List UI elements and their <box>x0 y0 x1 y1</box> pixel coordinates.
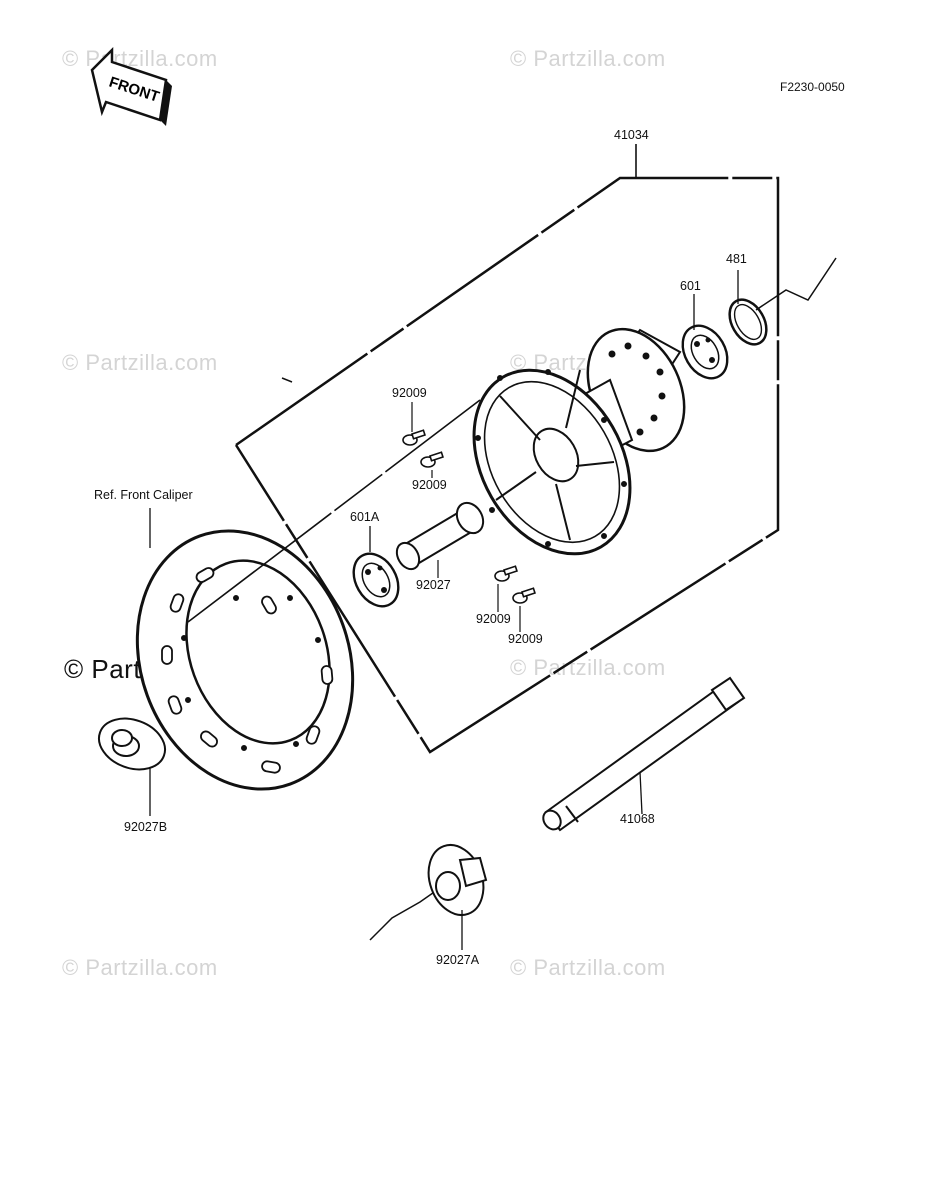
spacer-92027 <box>395 501 485 578</box>
label-92009-2: 92009 <box>412 478 447 492</box>
axle-41068 <box>542 676 746 832</box>
label-92027b: 92027B <box>124 820 168 834</box>
watermark: © Partzilla.com <box>510 655 666 680</box>
collar-92027a <box>427 844 488 950</box>
label-ref-caliper: Ref. Front Caliper <box>94 488 193 502</box>
watermark: © Partzilla.com <box>62 46 218 71</box>
label-92027: 92027 <box>416 578 451 592</box>
label-601: 601 <box>680 279 701 293</box>
label-92009-3: 92009 <box>476 612 511 626</box>
bearing-601 <box>681 294 729 380</box>
front-arrow-icon: FRONT <box>90 46 172 126</box>
direction-lines <box>281 257 837 941</box>
hub-assembly-outline <box>234 144 780 754</box>
brake-disc <box>135 508 355 791</box>
collar-92027b <box>98 717 166 816</box>
screw-92009-d <box>512 587 536 632</box>
label-601a: 601A <box>350 510 380 524</box>
label-92009-4: 92009 <box>508 632 543 646</box>
watermark: © Partzilla.com <box>62 955 218 980</box>
label-481: 481 <box>726 252 747 266</box>
watermark: © Partzilla.com <box>510 46 666 71</box>
circlip <box>728 270 768 346</box>
watermark: © Partzilla.com <box>62 350 218 375</box>
bearing-601a <box>352 526 400 608</box>
label-92009-1: 92009 <box>392 386 427 400</box>
watermark: © Partzilla.com <box>510 955 666 980</box>
diagram-code: F2230-0050 <box>780 80 845 94</box>
label-41034: 41034 <box>614 128 649 142</box>
label-41068: 41068 <box>620 812 655 826</box>
leader-line <box>187 399 481 623</box>
screw-92009-lower <box>420 451 444 478</box>
screw-92009-c <box>494 565 518 612</box>
label-92027a: 92027A <box>436 953 480 967</box>
wheel-hub <box>472 327 686 556</box>
screw-92009-upper <box>402 402 426 446</box>
